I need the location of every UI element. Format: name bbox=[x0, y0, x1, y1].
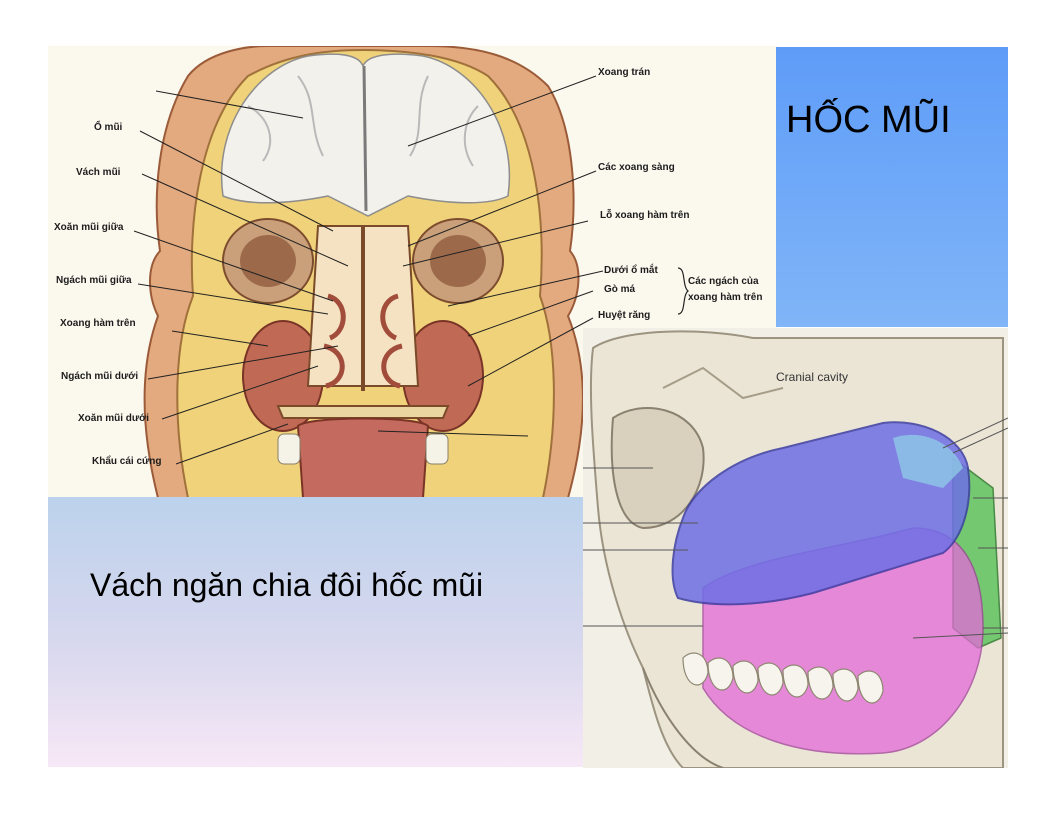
label-huyet-rang: Huyệt răng bbox=[598, 310, 651, 321]
label-cac-ngach-cua: Các ngách của bbox=[688, 276, 759, 287]
label-cranial-cavity: Cranial cavity bbox=[776, 370, 849, 384]
coronal-section-figure: Ổ mũi Vách mũi Xoăn mũi giữa Ngách mũi g… bbox=[48, 46, 778, 498]
caption-panel: Vách ngăn chia đôi hốc mũi bbox=[48, 497, 584, 767]
label-ngach-mui-duoi: Ngách mũi dưới bbox=[61, 371, 139, 382]
title-panel: HỐC MŨI bbox=[776, 47, 1008, 327]
coronal-section-illustration bbox=[133, 46, 689, 498]
label-xoan-mui-duoi: Xoăn mũi dưới bbox=[78, 413, 150, 424]
label-vach-mui: Vách mũi bbox=[76, 167, 121, 178]
slide-caption: Vách ngăn chia đôi hốc mũi bbox=[90, 567, 484, 603]
label-xoang-ham-tren-left: Xoang hàm trên bbox=[60, 318, 136, 329]
lateral-view-illustration bbox=[583, 330, 1008, 768]
label-xoang-tran: Xoang trán bbox=[598, 67, 651, 78]
label-ngach-mui-giua: Ngách mũi giữa bbox=[56, 275, 132, 286]
label-xoan-mui-giua: Xoăn mũi giữa bbox=[54, 222, 124, 233]
lateral-view-figure: Cranial cavity bbox=[583, 328, 1008, 768]
label-cac-xoang-sang: Các xoang sàng bbox=[598, 162, 675, 173]
label-khau-cai-cung: Khẩu cái cứng bbox=[92, 456, 162, 467]
slide-title: HỐC MŨI bbox=[786, 99, 951, 141]
label-duoi-o-mat: Dưới ổ mắt bbox=[604, 265, 658, 276]
label-xoang-ham-tren-brace: xoang hàm trên bbox=[688, 292, 763, 303]
label-go-ma: Gò má bbox=[604, 284, 636, 295]
label-lo-xoang-ham-tren: Lỗ xoang hàm trên bbox=[600, 210, 690, 221]
label-o-mui: Ổ mũi bbox=[94, 122, 123, 133]
